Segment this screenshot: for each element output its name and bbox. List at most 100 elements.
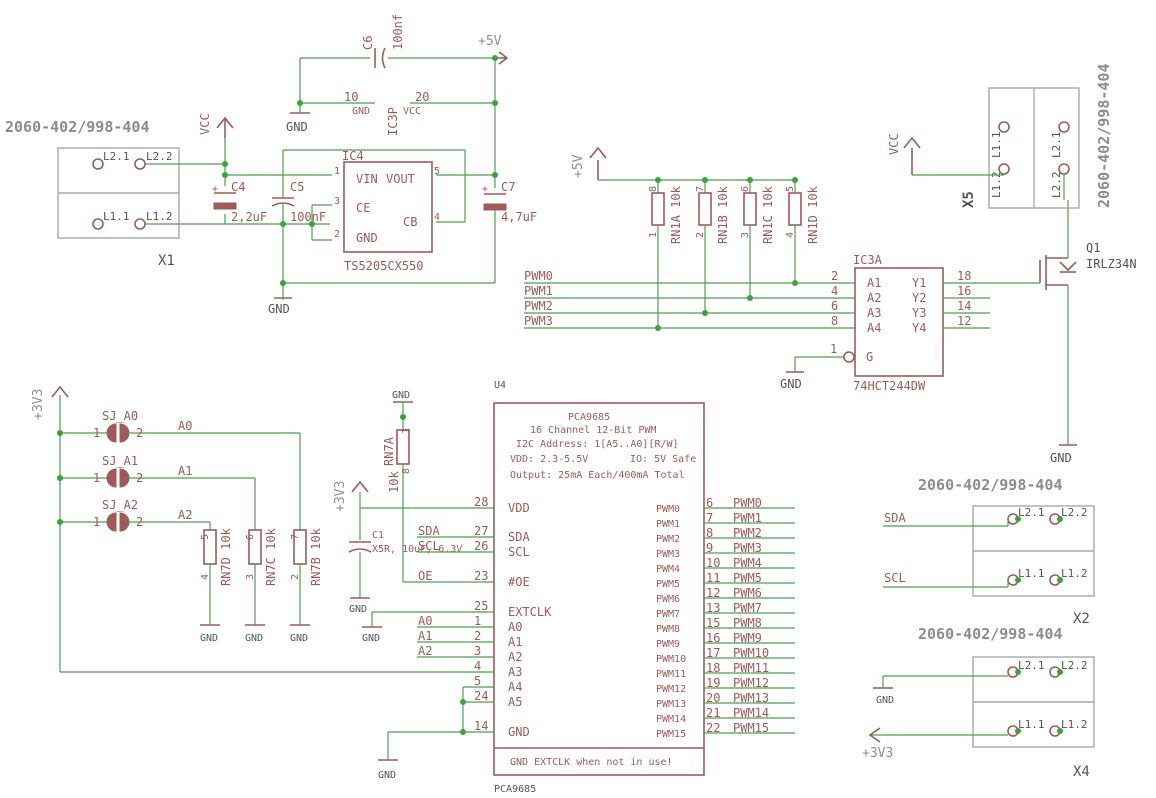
rn1-label: RN1D 10k (806, 185, 820, 244)
x1-pin-l12: L1.2 (146, 210, 173, 223)
resistor-rn7a: GND RN7A 10k 1 8 (382, 390, 413, 582)
c4-name: C4 (231, 180, 245, 194)
svg-text:L2.1: L2.1 (1018, 506, 1045, 519)
capacitor-c7: + C7 4,7uF (482, 180, 537, 224)
u4-right-pin-name: PWM6 (656, 594, 680, 605)
svg-text:L2.2: L2.2 (1061, 659, 1088, 672)
u4-right-net: PWM1 (733, 511, 762, 525)
svg-text:2060-402/998-404: 2060-402/998-404 (918, 476, 1063, 494)
rn1-pin-bottom: 3 (740, 232, 751, 238)
svg-text:PCA9685: PCA9685 (568, 412, 610, 423)
svg-text:+3V3: +3V3 (31, 389, 46, 420)
u4-right-pin-name: PWM8 (656, 624, 680, 635)
u4-right-pin-name: PWM3 (656, 549, 680, 560)
u4-right-pin-name: PWM0 (656, 504, 680, 515)
svg-text:G: G (866, 350, 873, 364)
svg-text:GND: GND (876, 695, 894, 706)
svg-text:SDA: SDA (418, 524, 440, 538)
u4-left-pin-name: A1 (508, 635, 522, 649)
ic4-name: IC4 (342, 149, 364, 163)
svg-text:X5R, 10uF, 6.3V: X5R, 10uF, 6.3V (372, 544, 462, 555)
svg-text:+3V3: +3V3 (862, 746, 893, 761)
vcc-label-1: VCC (198, 113, 212, 135)
sj-pad-left (106, 512, 117, 532)
svg-text:2: 2 (334, 229, 340, 240)
u4-right-pin-name: PWM5 (656, 579, 680, 590)
ic3a-input-name: A2 (867, 291, 881, 305)
svg-text:+3V3: +3V3 (333, 481, 348, 512)
u4-right-net: PWM10 (733, 646, 769, 660)
sj-name: SJ_A0 (102, 409, 138, 423)
sj-pin1: 1 (93, 515, 100, 529)
svg-text:GND: GND (352, 106, 370, 117)
svg-text:L1.2: L1.2 (1061, 567, 1088, 580)
svg-text:+5V: +5V (571, 154, 586, 178)
mosfet-q1: Q1 IRLZ34N GND (943, 200, 1137, 465)
sj-pad-right (119, 423, 130, 443)
plus5v-symbol-2: +5V (571, 146, 795, 181)
u4-left-pin-num: 24 (474, 689, 488, 703)
ic3a-output-name: Y2 (912, 291, 926, 305)
svg-text:L1.2: L1.2 (1061, 718, 1088, 731)
svg-text:GND: GND (780, 377, 802, 391)
pwm-net-label: PWM2 (524, 299, 553, 313)
u4-left-wires: GND GND SDA SCL OE A0 A1 A2 (60, 524, 494, 781)
sj-pad-right (119, 468, 130, 488)
gnd-symbol-1: GND (268, 297, 292, 316)
u4-left-pin-num: 27 (474, 524, 488, 538)
svg-text:IC3A: IC3A (853, 253, 883, 267)
u4-right-pin-name: PWM2 (656, 534, 680, 545)
svg-text:VCC: VCC (403, 106, 421, 117)
u4-right-pin-name: PWM13 (656, 699, 686, 710)
svg-text:L2.1: L2.1 (1050, 132, 1063, 159)
u4-right-pin-name: PWM9 (656, 639, 680, 650)
svg-text:2060-402/998-404: 2060-402/998-404 (918, 625, 1063, 643)
ic3a-input-name: A4 (867, 321, 881, 335)
u4-left-pin-num: 2 (474, 629, 481, 643)
ic3a-output-pin: 14 (957, 299, 971, 313)
regulator-ic4: IC4 VIN VOUT CE CB GND 1 5 3 4 2 TS5205C… (334, 149, 440, 273)
ic3a-input-pin: 8 (831, 314, 838, 328)
c4-value: 2,2uF (231, 210, 267, 224)
svg-text:GND: GND (268, 302, 290, 316)
u4-right-pin-name: PWM15 (656, 729, 686, 740)
svg-text:74HCT244DW: 74HCT244DW (853, 379, 926, 393)
u4-right-pin-num: 20 (706, 691, 720, 705)
sj-pin2: 2 (136, 471, 143, 485)
rn7-pin-top: 5 (200, 534, 211, 540)
svg-text:8: 8 (401, 468, 412, 474)
ic4-part: TS5205CX550 (344, 259, 423, 273)
svg-text:X4: X4 (1073, 764, 1090, 780)
u4-left-pin-name: A5 (508, 695, 522, 709)
u4-right-net: PWM0 (733, 496, 762, 510)
c5-name: C5 (290, 180, 304, 194)
rn7-pin-top: 6 (245, 534, 256, 540)
svg-text:CE: CE (356, 201, 370, 215)
svg-text:GND: GND (392, 390, 410, 401)
ic3a-input-pin: 6 (831, 299, 838, 313)
svg-text:OE: OE (418, 569, 432, 583)
svg-text:10: 10 (344, 90, 358, 104)
ic3a-input-pin: 4 (831, 284, 838, 298)
rn1-pin-top: 8 (648, 186, 659, 192)
svg-text:L1.1: L1.1 (990, 132, 1003, 159)
sj-net: A1 (178, 464, 192, 478)
u4-left-pin-name: A2 (508, 650, 522, 664)
sj-name: SJ_A2 (102, 498, 138, 512)
u4-right-pin-num: 8 (706, 526, 713, 540)
u4-right-net: PWM14 (733, 706, 769, 720)
svg-text:A1: A1 (418, 629, 432, 643)
svg-text:+: + (212, 184, 218, 195)
u4-left-pin-num: 5 (474, 674, 481, 688)
ic3a-output-pin: 18 (957, 269, 971, 283)
svg-text:1: 1 (830, 342, 837, 356)
svg-text:RN7A: RN7A (382, 436, 396, 466)
u4-left-pin-num: 4 (474, 659, 481, 673)
svg-text:+: + (482, 184, 488, 195)
x1-pin-l22: L2.2 (146, 150, 173, 163)
sj-pin2: 2 (136, 426, 143, 440)
svg-text:L1.1: L1.1 (1018, 718, 1045, 731)
